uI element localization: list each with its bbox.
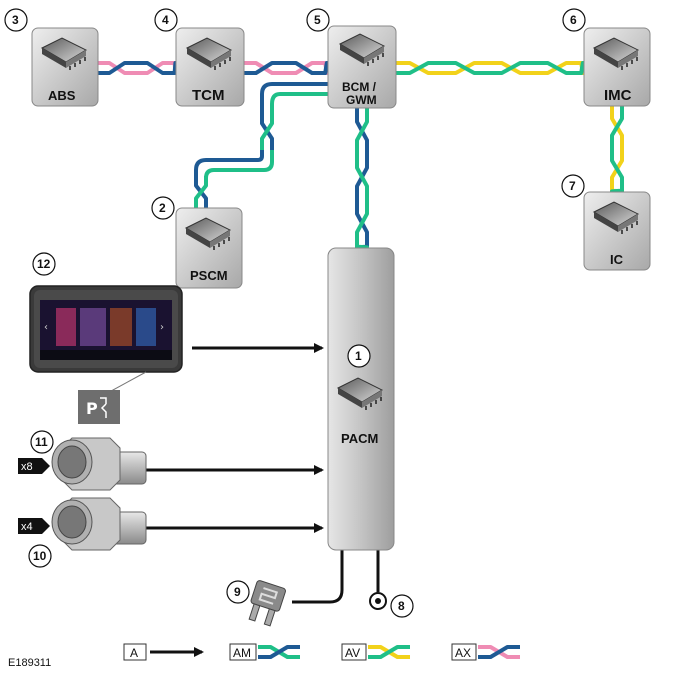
chip-icon bbox=[40, 37, 88, 70]
legend-ax-wire-b bbox=[478, 645, 520, 659]
bus-tcm-bcm-wire-b bbox=[244, 61, 329, 75]
touchscreen-display: ‹ › bbox=[29, 285, 183, 373]
abs-module: ABS bbox=[31, 27, 99, 107]
svg-text:10: 10 bbox=[33, 549, 47, 563]
tcm-module: TCM bbox=[175, 27, 245, 107]
svg-text:9: 9 bbox=[234, 585, 241, 599]
svg-text:8: 8 bbox=[398, 599, 405, 613]
bus-abs-tcm-wire-b bbox=[98, 61, 178, 75]
screen-left-chevron-icon: ‹ bbox=[44, 322, 48, 333]
bus-bcm-pscm-drop-wire-b bbox=[260, 112, 274, 150]
legend-av-wire-b bbox=[368, 645, 410, 659]
quantity-tag-rear: x4 bbox=[18, 518, 50, 534]
quantity-tag-front: x8 bbox=[18, 458, 50, 474]
bus-bcm-pacm-wire-b bbox=[355, 108, 369, 250]
chip-icon bbox=[592, 201, 640, 234]
legend: A AM AV AX bbox=[123, 643, 520, 661]
svg-text:AV: AV bbox=[345, 646, 360, 660]
ground-icon bbox=[369, 592, 387, 610]
figure-id: E189311 bbox=[8, 657, 51, 669]
bus-imc-ic-wire-b bbox=[610, 106, 624, 194]
fuse-icon bbox=[248, 580, 286, 627]
bcm-gwm-module: BCM / GWM bbox=[327, 25, 397, 109]
legend-twist-am bbox=[258, 645, 300, 659]
svg-text:5: 5 bbox=[314, 13, 321, 27]
svg-text:11: 11 bbox=[35, 435, 48, 449]
callouts: 3 4 5 6 7 2 1 12 11 10 9 8 bbox=[4, 8, 586, 618]
svg-text:6: 6 bbox=[570, 13, 577, 27]
legend-item-ax: AX bbox=[451, 643, 520, 661]
svg-text:12: 12 bbox=[37, 257, 51, 271]
chip-icon bbox=[338, 33, 386, 66]
svg-text:P: P bbox=[86, 399, 98, 418]
chip-icon bbox=[184, 217, 232, 250]
callout-1: 1 bbox=[347, 344, 371, 368]
svg-text:7: 7 bbox=[569, 179, 576, 193]
bcm-label: BCM / bbox=[342, 80, 377, 94]
callout-11: 11 bbox=[30, 430, 54, 454]
callout-3: 3 bbox=[4, 8, 28, 32]
screen-right-chevron-icon: › bbox=[160, 322, 164, 333]
park-assist-icon: P bbox=[78, 371, 147, 424]
svg-text:3: 3 bbox=[12, 13, 19, 27]
svg-text:4: 4 bbox=[162, 13, 169, 27]
pacm-module: PACM bbox=[327, 247, 395, 551]
svg-text:2: 2 bbox=[159, 201, 166, 215]
bus-bcm-pscm-run-b bbox=[204, 150, 274, 179]
callout-5: 5 bbox=[306, 8, 330, 32]
svg-text:1: 1 bbox=[355, 349, 362, 363]
tcm-label: TCM bbox=[192, 87, 225, 104]
ic-label: IC bbox=[610, 252, 624, 267]
legend-item-av: AV bbox=[341, 643, 410, 661]
front-sensor-quantity: x8 bbox=[21, 461, 33, 473]
front-parking-sensor bbox=[51, 437, 147, 491]
callout-12: 12 bbox=[32, 252, 56, 276]
pscm-label: PSCM bbox=[190, 268, 228, 283]
bus-bcm-pscm-run-a bbox=[194, 150, 264, 176]
legend-twist-ax bbox=[478, 645, 520, 659]
pscm-module: PSCM bbox=[175, 207, 243, 289]
chip-icon bbox=[592, 37, 640, 70]
signal-arrows bbox=[146, 343, 324, 533]
imc-module: IMC bbox=[583, 27, 651, 107]
imc-label: IMC bbox=[604, 87, 632, 104]
callout-6: 6 bbox=[562, 8, 586, 32]
callout-10: 10 bbox=[28, 544, 52, 568]
callout-2: 2 bbox=[151, 196, 175, 220]
callout-9: 9 bbox=[226, 580, 250, 604]
rear-parking-sensor bbox=[51, 497, 147, 551]
bus-bcm-imc-wire-b bbox=[396, 61, 585, 75]
svg-text:AM: AM bbox=[233, 646, 251, 660]
pacm-label: PACM bbox=[341, 431, 378, 446]
chip-icon bbox=[336, 377, 384, 410]
ic-module: IC bbox=[583, 191, 651, 271]
gwm-label: GWM bbox=[346, 93, 377, 107]
bus-bcm-pscm-stub-b bbox=[270, 92, 328, 112]
bus-bcm-pscm-end-wire-b bbox=[194, 176, 208, 208]
rear-sensor-quantity: x4 bbox=[21, 521, 33, 533]
callout-8: 8 bbox=[390, 594, 414, 618]
callout-7: 7 bbox=[561, 174, 585, 198]
legend-item-a: A bbox=[123, 643, 204, 661]
legend-item-am: AM bbox=[229, 643, 300, 661]
fuse-to-pacm-wire bbox=[292, 550, 344, 604]
svg-text:AX: AX bbox=[455, 646, 471, 660]
legend-am-wire-b bbox=[258, 645, 300, 659]
abs-label: ABS bbox=[48, 88, 76, 103]
bus-wiring bbox=[98, 61, 624, 250]
bus-bcm-pscm-stub-a bbox=[260, 82, 328, 112]
legend-twist-av bbox=[368, 645, 410, 659]
chip-icon bbox=[185, 37, 233, 70]
svg-text:A: A bbox=[130, 646, 138, 660]
callout-4: 4 bbox=[154, 8, 178, 32]
